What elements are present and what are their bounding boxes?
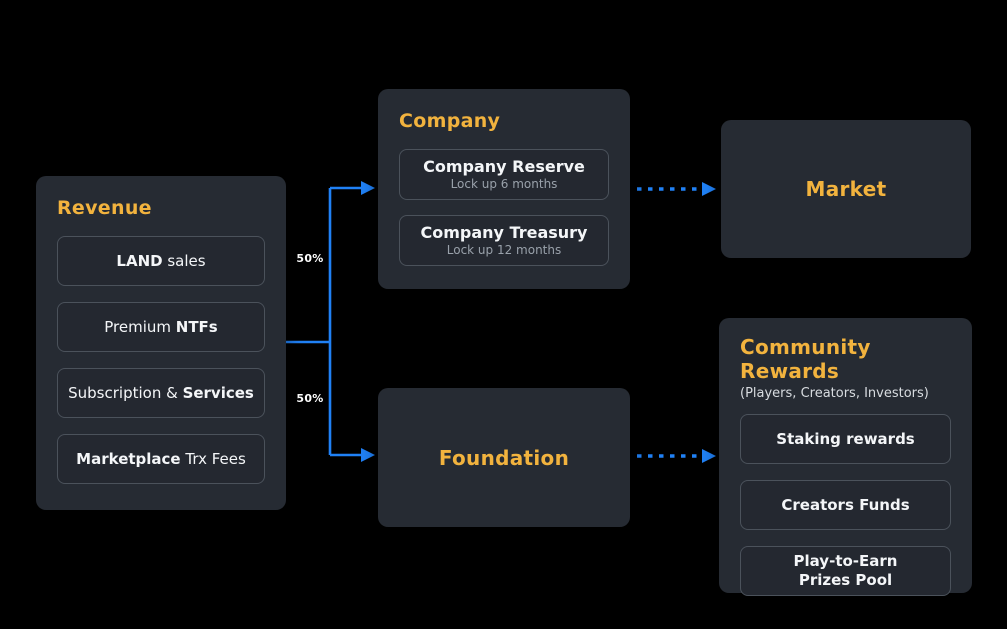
foundation-title: Foundation xyxy=(438,445,570,470)
company-title: Company xyxy=(399,110,501,132)
market-title: Market xyxy=(805,177,887,201)
arrowhead-to-company xyxy=(361,181,375,195)
foundation-node: Foundation xyxy=(378,388,630,527)
company-node: Company Company Reserve Lock up 6 months… xyxy=(378,89,630,289)
arrowhead-to-community xyxy=(702,449,716,463)
split-percent-bottom-label: 50% xyxy=(296,392,324,405)
company-item-treasury: Company Treasury Lock up 12 months xyxy=(399,215,609,266)
community-item-staking-rewards: Staking rewards xyxy=(740,414,951,464)
community-item-play-to-earn-prizes-pool: Play-to-Earn Prizes Pool xyxy=(740,546,951,596)
foundation-to-community-arrow xyxy=(637,449,716,463)
revenue-item-premium-ntfs: Premium NTFs xyxy=(57,302,265,352)
community-item-creators-funds: Creators Funds xyxy=(740,480,951,530)
arrowhead-to-market xyxy=(702,182,716,196)
revenue-node: Revenue LAND sales Premium NTFs Subscrip… xyxy=(36,176,286,510)
revenue-title: Revenue xyxy=(57,197,152,219)
community-rewards-title: Community Rewards xyxy=(740,335,871,383)
community-rewards-subtitle: (Players, Creators, Investors) xyxy=(740,386,929,401)
community-rewards-node: Community Rewards (Players, Creators, In… xyxy=(719,318,972,596)
company-to-market-arrow xyxy=(637,182,716,196)
company-treasury-title: Company Treasury xyxy=(420,223,588,242)
revenue-item-marketplace-trx-fees: Marketplace Trx Fees xyxy=(57,434,265,484)
market-node: Market xyxy=(721,120,971,258)
company-item-reserve: Company Reserve Lock up 6 months xyxy=(399,149,609,200)
company-treasury-lockup: Lock up 12 months xyxy=(446,243,562,257)
company-reserve-lockup: Lock up 6 months xyxy=(450,177,558,191)
company-reserve-title: Company Reserve xyxy=(423,157,585,176)
revenue-item-subscription-services: Subscription & Services xyxy=(57,368,265,418)
split-percent-top-label: 50% xyxy=(296,252,324,265)
revenue-split-connector xyxy=(286,181,375,462)
arrowhead-to-foundation xyxy=(361,448,375,462)
revenue-item-land-sales: LAND sales xyxy=(57,236,265,286)
